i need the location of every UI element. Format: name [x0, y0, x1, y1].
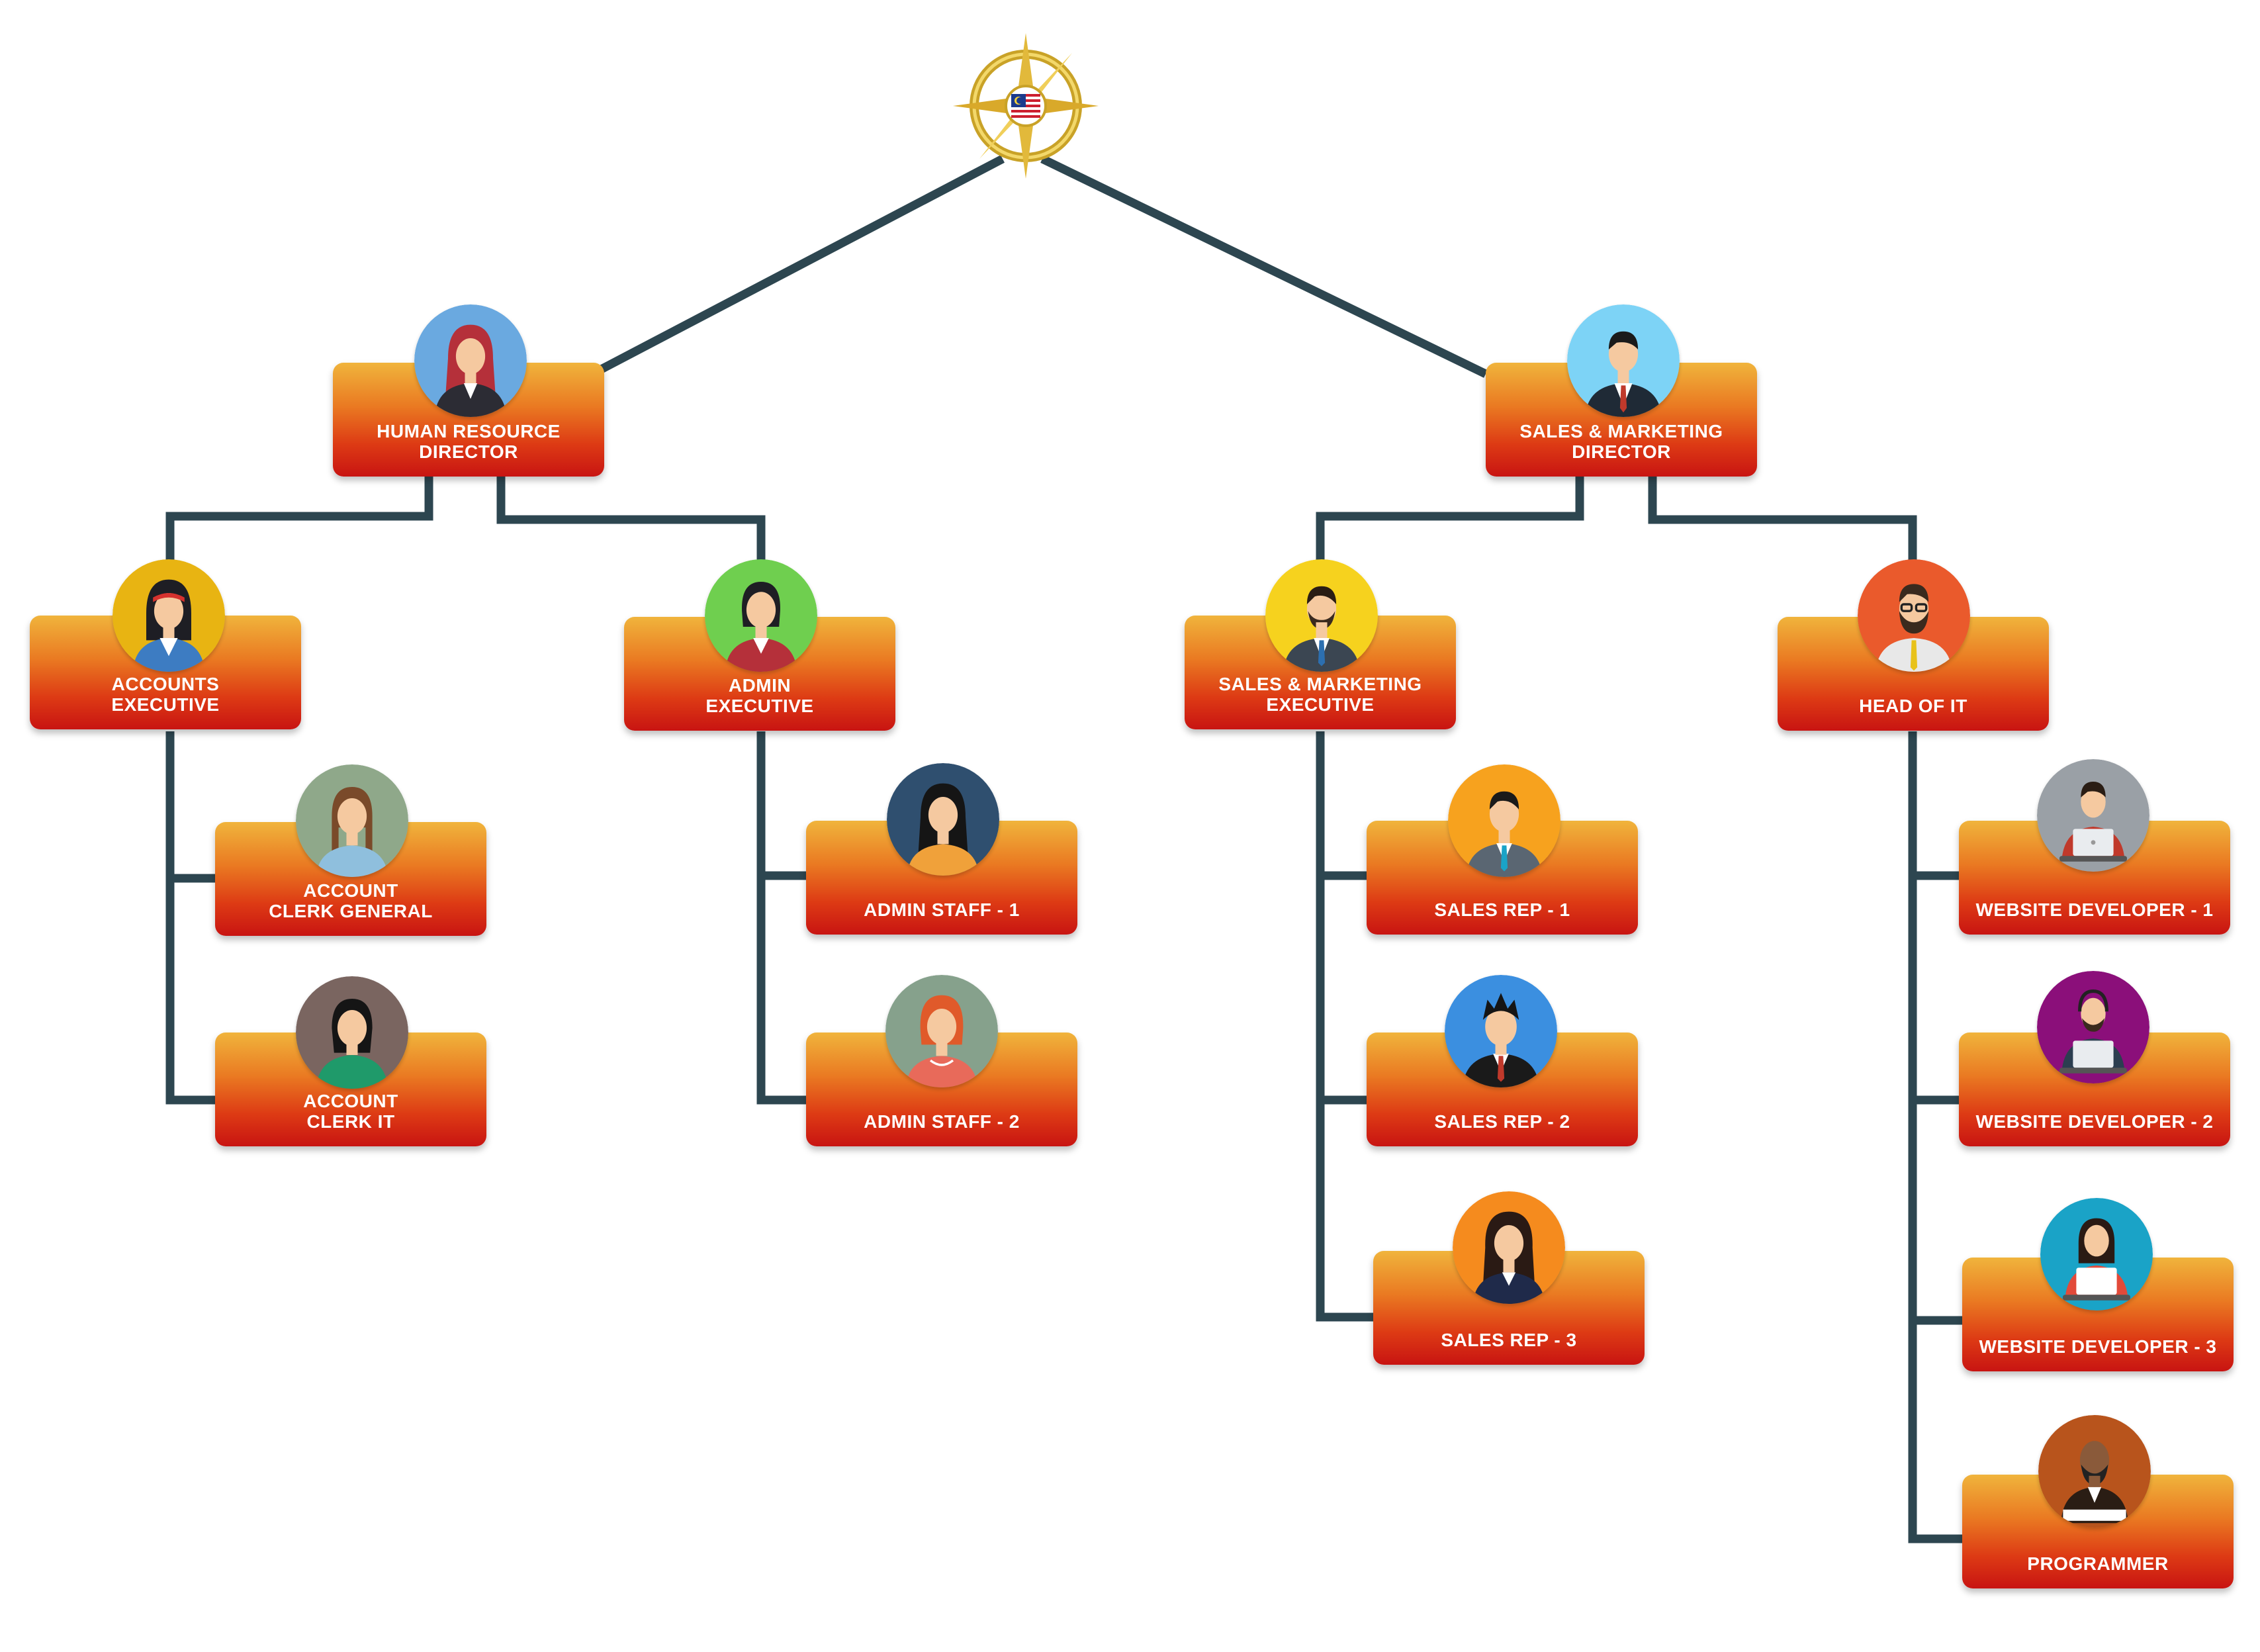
- node-label: ACCOUNT CLERK GENERAL: [269, 880, 433, 921]
- man-bald-beard-icon: [2038, 1415, 2151, 1528]
- woman-headband-icon: [113, 559, 225, 672]
- node-label: SALES REP - 1: [1434, 899, 1570, 920]
- node-sales-rep-1[interactable]: SALES REP - 1: [1367, 821, 1638, 935]
- woman-red-hair-icon: [885, 975, 998, 1087]
- node-admin-executive[interactable]: ADMIN EXECUTIVE: [624, 617, 895, 731]
- compass-emblem-icon: [950, 30, 1102, 182]
- man-headset-laptop-icon: [2037, 971, 2149, 1083]
- man-executive-icon: [1567, 304, 1680, 417]
- man-spiky-hair-icon: [1445, 975, 1557, 1087]
- node-label: ACCOUNT CLERK IT: [303, 1091, 398, 1132]
- it-staff-line: [1908, 731, 1962, 1543]
- root-to-hr-line: [590, 155, 1005, 378]
- node-label: WEBSITE DEVELOPER - 2: [1975, 1111, 2214, 1132]
- node-label: ADMIN STAFF - 2: [864, 1111, 1020, 1132]
- accounts-staff-line: [165, 731, 215, 1105]
- salesexec-staff-line: [1316, 731, 1373, 1322]
- node-label: ADMIN EXECUTIVE: [705, 675, 814, 716]
- node-label: ADMIN STAFF - 1: [864, 899, 1020, 920]
- node-label: WEBSITE DEVELOPER - 1: [1975, 899, 2214, 920]
- man-laptop-icon: [2037, 759, 2149, 872]
- node-label: WEBSITE DEVELOPER - 3: [1979, 1336, 2217, 1357]
- woman-long-hair-icon: [887, 763, 999, 876]
- node-sales-rep-2[interactable]: SALES REP - 2: [1367, 1032, 1638, 1146]
- node-label: ACCOUNTS EXECUTIVE: [111, 674, 220, 715]
- node-label: SALES & MARKETING EXECUTIVE: [1218, 674, 1422, 715]
- woman-laptop-icon: [2040, 1198, 2153, 1310]
- woman-blazer-icon: [705, 559, 817, 672]
- node-label: SALES REP - 3: [1441, 1330, 1577, 1350]
- node-label: HEAD OF IT: [1859, 696, 1967, 716]
- woman-dark-hair-icon: [296, 976, 408, 1089]
- root-to-sales-line: [1040, 155, 1488, 378]
- node-account-clerk-it[interactable]: ACCOUNT CLERK IT: [215, 1032, 486, 1146]
- node-label: HUMAN RESOURCE DIRECTOR: [377, 421, 561, 462]
- node-label: PROGRAMMER: [2027, 1553, 2169, 1574]
- man-beard-suit-icon: [1265, 559, 1378, 672]
- man-glasses-beard-icon: [1858, 559, 1970, 672]
- woman-suit-icon: [1453, 1191, 1565, 1304]
- node-label: SALES & MARKETING DIRECTOR: [1519, 421, 1723, 462]
- admin-staff-line: [756, 731, 806, 1105]
- woman-braids-icon: [296, 764, 408, 877]
- woman-executive-icon: [414, 304, 527, 417]
- node-label: SALES REP - 2: [1434, 1111, 1570, 1132]
- node-accounts-executive[interactable]: ACCOUNTS EXECUTIVE: [30, 616, 301, 729]
- man-suit-icon: [1448, 764, 1560, 877]
